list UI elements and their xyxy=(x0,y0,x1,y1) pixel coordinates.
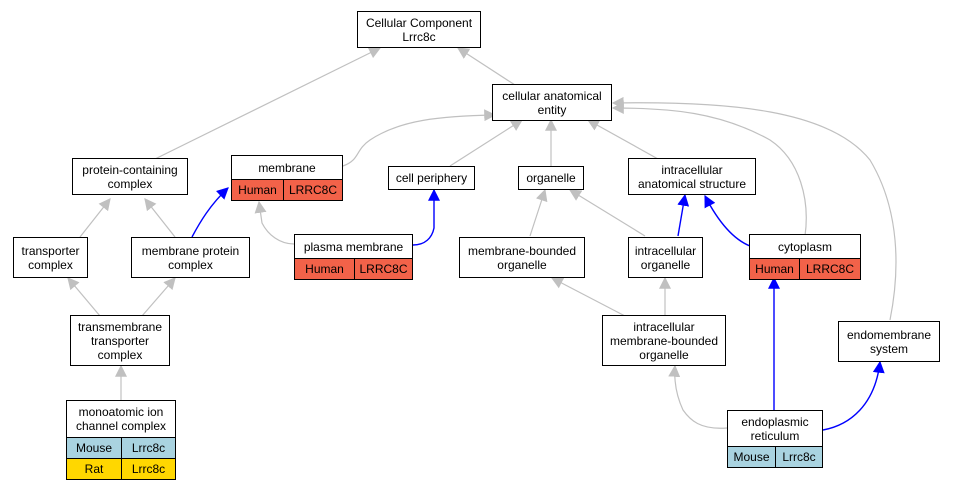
edge-tc-pcc xyxy=(79,198,111,238)
species-cell: Human xyxy=(750,259,799,279)
edge-er-es xyxy=(822,360,885,431)
edge-mpc-pcc xyxy=(144,198,176,238)
node-label: transmembrane transporter complex xyxy=(77,319,163,362)
node-cytoplasm[interactable]: cytoplasm Human LRRC8C xyxy=(749,234,861,280)
edge-mpc-membrane xyxy=(191,187,229,238)
gene-cell: Lrrc8c xyxy=(121,459,175,479)
edge-mbo-organelle xyxy=(529,188,548,237)
gene-cell: Lrrc8c xyxy=(121,438,175,458)
annotation-row: Rat Lrrc8c xyxy=(67,458,175,479)
species-cell: Rat xyxy=(67,459,121,479)
node-intracellular-organelle[interactable]: intracellular organelle xyxy=(628,237,703,278)
edge-ttc-tc xyxy=(67,277,101,317)
node-label: membrane-bounded organelle xyxy=(467,243,577,272)
node-label: plasma membrane xyxy=(303,239,404,254)
annotation-row: Mouse Lrrc8c xyxy=(728,446,822,467)
node-cell-periphery[interactable]: cell periphery xyxy=(388,166,475,190)
node-endomembrane-system[interactable]: endomembrane system xyxy=(838,321,940,362)
node-intracellular-anatomical-structure[interactable]: intracellular anatomical structure xyxy=(628,158,756,195)
node-label: endoplasmic reticulum xyxy=(741,414,809,443)
node-label: cytoplasm xyxy=(777,239,833,254)
edge-cyto-ias xyxy=(704,194,751,247)
node-label: protein-containing complex xyxy=(82,162,178,191)
node-cellular-component[interactable]: Cellular Component Lrrc8c xyxy=(357,11,481,48)
gene-cell: LRRC8C xyxy=(283,180,342,200)
node-label: intracellular membrane-bounded organelle xyxy=(609,319,719,362)
edge-cyto-cae xyxy=(611,102,807,237)
edge-pcc-cc xyxy=(154,47,382,160)
node-label: cellular anatomical entity xyxy=(502,88,602,117)
edge-pm-membrane xyxy=(254,200,295,245)
node-label: membrane xyxy=(258,160,316,175)
annotation-row: Human LRRC8C xyxy=(232,179,342,200)
node-endoplasmic-reticulum[interactable]: endoplasmic reticulum Mouse Lrrc8c xyxy=(727,410,823,468)
edge-io-ias xyxy=(677,193,690,237)
node-label: transporter complex xyxy=(21,243,80,272)
edge-pm-cellper xyxy=(412,188,440,246)
edge-cellper-cae xyxy=(449,119,524,167)
annotation-row: Human LRRC8C xyxy=(295,258,412,279)
node-label: intracellular anatomical structure xyxy=(637,162,747,191)
species-cell: Human xyxy=(232,180,283,200)
node-organelle[interactable]: organelle xyxy=(518,166,584,190)
species-cell: Human xyxy=(295,259,354,279)
annotation-row: Human LRRC8C xyxy=(750,258,860,279)
species-cell: Mouse xyxy=(67,438,121,458)
edge-es-cae xyxy=(611,96,897,321)
node-label: cell periphery xyxy=(395,171,468,185)
node-monoatomic-ion-channel-complex[interactable]: monoatomic ion channel complex Mouse Lrr… xyxy=(66,400,176,480)
gene-cell: Lrrc8c xyxy=(775,447,822,467)
edge-cae-cc xyxy=(456,47,516,86)
annotation-row: Mouse Lrrc8c xyxy=(67,437,175,458)
edge-io-organelle xyxy=(568,189,646,237)
node-label: endomembrane system xyxy=(846,327,932,356)
node-label: Cellular Component Lrrc8c xyxy=(365,15,473,44)
node-intracellular-membrane-bounded-organelle[interactable]: intracellular membrane-bounded organelle xyxy=(602,315,726,366)
node-protein-containing-complex[interactable]: protein-containing complex xyxy=(72,158,188,195)
edge-er-imbo xyxy=(668,364,728,429)
node-label: monoatomic ion channel complex xyxy=(75,405,167,433)
node-membrane-protein-complex[interactable]: membrane protein complex xyxy=(131,237,250,278)
edge-membrane-cae xyxy=(342,109,497,167)
node-transporter-complex[interactable]: transporter complex xyxy=(13,237,88,278)
node-plasma-membrane[interactable]: plasma membrane Human LRRC8C xyxy=(294,234,413,280)
node-membrane-bounded-organelle[interactable]: membrane-bounded organelle xyxy=(459,237,585,278)
gene-cell: LRRC8C xyxy=(799,259,860,279)
species-cell: Mouse xyxy=(728,447,775,467)
node-membrane[interactable]: membrane Human LRRC8C xyxy=(231,155,343,201)
node-label: organelle xyxy=(526,171,576,185)
node-label: membrane protein complex xyxy=(141,243,240,272)
edge-ias-cae xyxy=(586,119,659,160)
edge-imbo-mbo xyxy=(550,277,626,317)
edge-ttc-mpc xyxy=(141,277,176,317)
gene-cell: LRRC8C xyxy=(354,259,412,279)
node-cellular-anatomical-entity[interactable]: cellular anatomical entity xyxy=(492,84,612,121)
node-label: intracellular organelle xyxy=(634,243,697,272)
node-transmembrane-transporter-complex[interactable]: transmembrane transporter complex xyxy=(70,315,170,366)
